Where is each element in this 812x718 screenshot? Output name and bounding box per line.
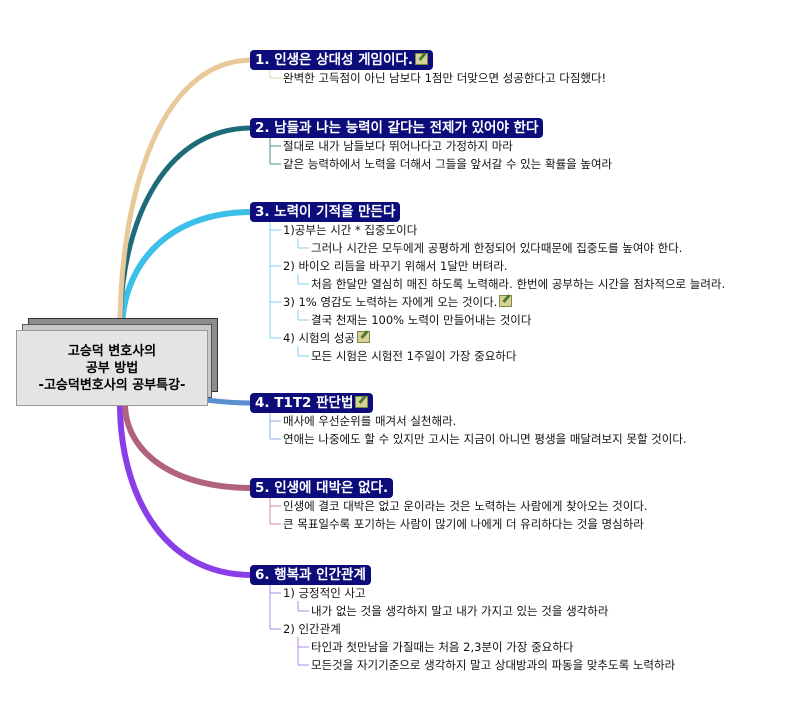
topic-node-3-label: 3. 노력이 기적을 만든다	[255, 204, 396, 220]
branch-curve-5	[122, 401, 255, 491]
child-item[interactable]: 완벽한 고득점이 아닌 남보다 1점만 더맞으면 성공한다고 다짐했다!	[283, 70, 606, 86]
sub-item-label: 타인과 첫만남을 가질때는 처음 2,3분이 가장 중요하다	[311, 640, 574, 654]
child-item[interactable]: 인생에 결코 대박은 없고 운이라는 것은 노력하는 사람에게 찾아오는 것이다…	[283, 498, 648, 514]
child-item-label: 절대로 내가 남들보다 뛰어나다고 가정하지 마라	[283, 139, 513, 153]
child-item[interactable]: 2) 바이오 리듬을 바꾸기 위해서 1달만 버텨라.	[283, 258, 508, 274]
branch-curve-1	[117, 57, 255, 333]
topic-node-4[interactable]: 4. T1T2 판단법	[250, 393, 374, 413]
center-title-line: 공부 방법	[85, 360, 139, 376]
child-item-label: 큰 목표일수록 포기하는 사람이 많기에 나에게 더 유리하다는 것을 명심하라	[283, 517, 644, 531]
child-item[interactable]: 연애는 나중에도 할 수 있지만 고시는 지금이 아니면 평생을 매달려보지 못…	[283, 431, 687, 447]
child-item-label: 1) 긍정적인 사고	[283, 586, 366, 600]
branch-curve-2	[117, 125, 255, 333]
topic-node-3[interactable]: 3. 노력이 기적을 만든다	[250, 202, 401, 222]
child-item[interactable]: 1) 긍정적인 사고	[283, 585, 366, 601]
child-item[interactable]: 큰 목표일수록 포기하는 사람이 많기에 나에게 더 유리하다는 것을 명심하라	[283, 516, 644, 532]
sub-item[interactable]: 결국 천재는 100% 노력이 만들어내는 것이다	[311, 312, 531, 328]
topic-node-5[interactable]: 5. 인생에 대박은 없다.	[250, 478, 394, 498]
memo-icon[interactable]	[355, 396, 369, 408]
child-item[interactable]: 매사에 우선순위를 매겨서 실천해라.	[283, 413, 456, 429]
sub-item[interactable]: 그러나 시간은 모두에게 공평하게 한정되어 있다때문에 집중도를 높여야 한다…	[311, 240, 682, 256]
memo-icon[interactable]	[357, 331, 371, 343]
topic-node-6-label: 6. 행복과 인간관계	[255, 567, 366, 583]
memo-icon[interactable]	[414, 53, 428, 65]
sub-item[interactable]: 처음 한달만 열심히 매진 하도록 노력해라. 한번에 공부하는 시간을 점차적…	[311, 276, 725, 292]
topic-node-1-label: 1. 인생은 상대성 게임이다.	[255, 52, 413, 68]
topic-node-2[interactable]: 2. 남들과 나는 능력이 같다는 전제가 있어야 한다	[250, 118, 544, 138]
branch-curve-6	[117, 401, 255, 578]
child-item-label: 3) 1% 영감도 노력하는 자에게 오는 것이다.	[283, 295, 498, 309]
branch-curve-3	[119, 209, 255, 333]
child-item[interactable]: 같은 능력하에서 노력을 더해서 그들을 앞서갈 수 있는 확률을 높여라	[283, 156, 612, 172]
branch-curve-4	[202, 397, 255, 406]
center-title-line: 고승덕 변호사의	[67, 343, 157, 359]
child-item-label: 연애는 나중에도 할 수 있지만 고시는 지금이 아니면 평생을 매달려보지 못…	[283, 432, 687, 446]
child-item-label: 같은 능력하에서 노력을 더해서 그들을 앞서갈 수 있는 확률을 높여라	[283, 157, 613, 171]
sub-item-label: 결국 천재는 100% 노력이 만들어내는 것이다	[311, 313, 532, 327]
memo-icon[interactable]	[499, 295, 513, 307]
child-item-label: 2) 바이오 리듬을 바꾸기 위해서 1달만 버텨라.	[283, 259, 508, 273]
child-item-label: 1)공부는 시간 * 집중도이다	[283, 223, 418, 237]
sub-item[interactable]: 내가 없는 것을 생각하지 말고 내가 가지고 있는 것을 생각하라	[311, 603, 608, 619]
sub-item-label: 그러나 시간은 모두에게 공평하게 한정되어 있다때문에 집중도를 높여야 한다…	[311, 241, 683, 255]
child-item[interactable]: 2) 인간관계	[283, 621, 341, 637]
topic-node-4-label: 4. T1T2 판단법	[255, 395, 354, 411]
sub-item-label: 내가 없는 것을 생각하지 말고 내가 가지고 있는 것을 생각하라	[311, 604, 609, 618]
topic-node-1[interactable]: 1. 인생은 상대성 게임이다.	[250, 50, 433, 70]
topic-node-5-label: 5. 인생에 대박은 없다.	[255, 480, 389, 496]
sub-item[interactable]: 모든것을 자기기준으로 생각하지 말고 상대방과의 파동을 맞추도록 노력하라	[311, 657, 675, 673]
sub-item-label: 모든것을 자기기준으로 생각하지 말고 상대방과의 파동을 맞추도록 노력하라	[311, 658, 676, 672]
child-item[interactable]: 절대로 내가 남들보다 뛰어나다고 가정하지 마라	[283, 138, 513, 154]
child-item[interactable]: 4) 시험의 성공	[283, 330, 371, 346]
child-item[interactable]: 1)공부는 시간 * 집중도이다	[283, 222, 417, 238]
topic-node-6[interactable]: 6. 행복과 인간관계	[250, 565, 371, 585]
sub-item[interactable]: 모든 시험은 시험전 1주일이 가장 중요하다	[311, 348, 516, 364]
child-item-label: 4) 시험의 성공	[283, 331, 356, 345]
child-item-label: 완벽한 고득점이 아닌 남보다 1점만 더맞으면 성공한다고 다짐했다!	[283, 71, 607, 85]
child-item-label: 매사에 우선순위를 매겨서 실천해라.	[283, 414, 457, 428]
child-item[interactable]: 3) 1% 영감도 노력하는 자에게 오는 것이다.	[283, 294, 513, 310]
center-node[interactable]: 고승덕 변호사의 공부 방법 -고승덕변호사의 공부특강-	[16, 330, 208, 406]
sub-item-label: 처음 한달만 열심히 매진 하도록 노력해라. 한번에 공부하는 시간을 점차적…	[311, 277, 726, 291]
child-item-label: 인생에 결코 대박은 없고 운이라는 것은 노력하는 사람에게 찾아오는 것이다…	[283, 499, 648, 513]
center-subtitle: -고승덕변호사의 공부특강-	[38, 377, 186, 393]
sub-item-label: 모든 시험은 시험전 1주일이 가장 중요하다	[311, 349, 517, 363]
topic-node-2-label: 2. 남들과 나는 능력이 같다는 전제가 있어야 한다	[255, 120, 539, 136]
sub-item[interactable]: 타인과 첫만남을 가질때는 처음 2,3분이 가장 중요하다	[311, 639, 573, 655]
child-item-label: 2) 인간관계	[283, 622, 341, 636]
